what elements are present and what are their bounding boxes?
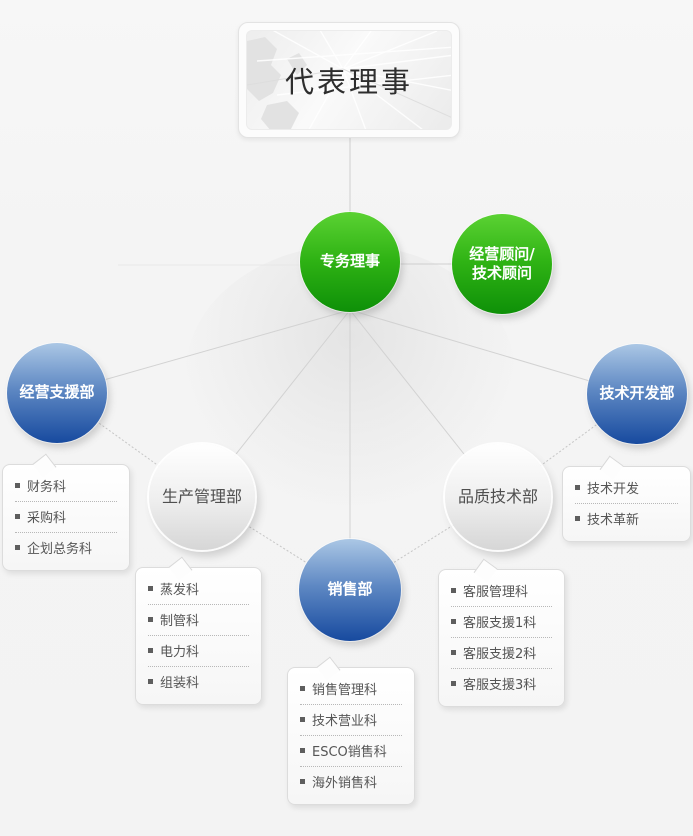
panel-production-management-teams: 蒸发科 制管科 电力科 组装科 <box>135 556 262 705</box>
list-item-label: 客服支援2科 <box>463 647 537 662</box>
bullet-icon <box>451 588 456 593</box>
bullet-icon <box>451 650 456 655</box>
bullet-icon <box>300 686 305 691</box>
list-item-label: 技术开发 <box>587 482 640 497</box>
panel-technology-development-teams: 技术开发 技术革新 <box>562 455 691 542</box>
list-item-label: 客服支援1科 <box>463 616 537 631</box>
panel-management-support-teams: 财务科 采购科 企划总务科 <box>2 453 130 571</box>
root-node-label: 代表理事 <box>284 65 413 99</box>
list-item: ESCO销售科 <box>300 736 402 767</box>
bullet-icon <box>575 485 580 490</box>
list-item-label: 组装科 <box>160 676 200 691</box>
list-item: 技术开发 <box>575 473 678 504</box>
list-item: 电力科 <box>148 636 249 667</box>
panel-quality-technology-teams: 客服管理科 客服支援1科 客服支援2科 客服支援3科 <box>438 558 565 707</box>
bullet-icon <box>300 717 305 722</box>
list-item: 企划总务科 <box>15 533 117 563</box>
list-item: 蒸发科 <box>148 574 249 605</box>
list-item-label: 销售管理科 <box>312 683 378 698</box>
list-item: 技术革新 <box>575 504 678 534</box>
connector-fan <box>57 309 638 545</box>
list-item: 技术营业科 <box>300 705 402 736</box>
list-item-label: 制管科 <box>160 614 200 629</box>
bullet-icon <box>148 679 153 684</box>
node-advisor-label-line1: 经营顾问/ <box>469 244 535 263</box>
list-item: 客服支援1科 <box>451 607 552 638</box>
list-item: 组装科 <box>148 667 249 697</box>
list-item: 制管科 <box>148 605 249 636</box>
node-production-management-label: 生产管理部 <box>161 486 242 506</box>
node-production-management: 生产管理部 <box>149 444 255 550</box>
list-item-label: 技术营业科 <box>312 714 378 729</box>
root-node-inner: 代表理事 <box>246 30 452 130</box>
bullet-icon <box>300 779 305 784</box>
node-managing-director-label: 专务理事 <box>319 252 380 271</box>
bullet-icon <box>15 514 20 519</box>
list-item: 财务科 <box>15 471 117 502</box>
node-technology-development-label: 技术开发部 <box>599 384 675 403</box>
list-item-label: 客服管理科 <box>463 585 529 600</box>
list-item: 海外销售科 <box>300 767 402 797</box>
list-item-label: 蒸发科 <box>160 583 200 598</box>
node-managing-director: 专务理事 <box>300 212 400 312</box>
list-item: 采购科 <box>15 502 117 533</box>
list-item-label: 电力科 <box>160 645 200 660</box>
bullet-icon <box>148 617 153 622</box>
node-sales-label: 销售部 <box>327 580 373 599</box>
bullet-icon <box>575 516 580 521</box>
list-item: 客服支援2科 <box>451 638 552 669</box>
list-item-label: 企划总务科 <box>27 542 93 557</box>
list-item-label: 采购科 <box>27 511 67 526</box>
list-item-label: 技术革新 <box>587 513 640 528</box>
node-technology-development: 技术开发部 <box>587 344 687 444</box>
bullet-icon <box>15 483 20 488</box>
node-quality-technology-label: 品质技术部 <box>457 486 538 506</box>
list-item-label: 客服支援3科 <box>463 678 537 693</box>
bullet-icon <box>148 648 153 653</box>
panel-sales-teams: 销售管理科 技术营业科 ESCO销售科 海外销售科 <box>287 656 415 805</box>
bullet-icon <box>15 545 20 550</box>
bullet-icon <box>300 748 305 753</box>
list-item: 客服管理科 <box>451 576 552 607</box>
bullet-icon <box>451 681 456 686</box>
list-item-label: ESCO销售科 <box>312 745 387 760</box>
node-management-support: 经营支援部 <box>7 343 107 443</box>
list-item: 客服支援3科 <box>451 669 552 699</box>
world-map-icon <box>247 31 451 129</box>
list-item-label: 财务科 <box>27 480 67 495</box>
list-item-label: 海外销售科 <box>312 776 378 791</box>
node-advisor-label-line2: 技术顾问 <box>471 264 532 282</box>
node-advisor: 经营顾问/ 技术顾问 <box>452 214 552 314</box>
node-management-support-label: 经营支援部 <box>19 383 95 402</box>
node-sales: 销售部 <box>299 539 401 641</box>
list-item: 销售管理科 <box>300 674 402 705</box>
bullet-icon <box>148 586 153 591</box>
node-quality-technology: 品质技术部 <box>445 444 551 550</box>
bullet-icon <box>451 619 456 624</box>
root-node-representative-director: 代表理事 <box>238 22 460 138</box>
